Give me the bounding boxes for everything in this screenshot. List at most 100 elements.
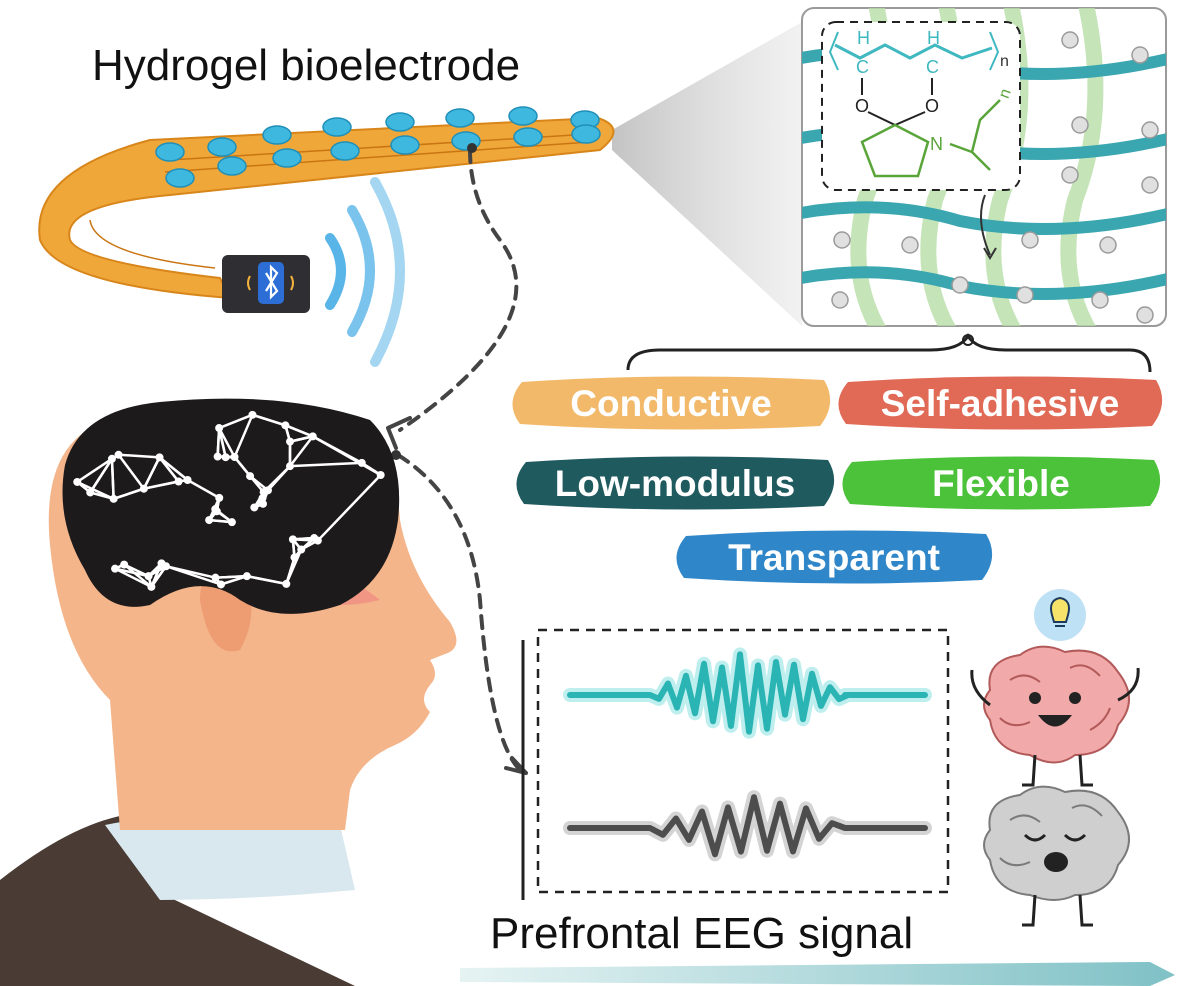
atom-label: O	[925, 96, 939, 116]
neuron-node	[285, 462, 294, 471]
signal-label: Prefrontal EEG signal	[490, 909, 913, 958]
atom-label: H	[927, 28, 940, 48]
property-tag-label: Conductive	[570, 383, 771, 424]
wireless-waves-icon	[325, 177, 405, 367]
property-tag-bg	[516, 456, 835, 510]
neuron-node	[73, 477, 82, 486]
atom-label: H	[857, 28, 870, 48]
neuron-node	[297, 545, 306, 554]
electrode-pad	[262, 125, 292, 145]
arrow-origin-dot	[467, 143, 477, 153]
neuron-node	[174, 477, 183, 486]
neuron-node	[258, 499, 267, 508]
happy-brain-icon	[970, 589, 1140, 787]
neuron-node	[248, 410, 257, 419]
bracket-left	[828, 31, 839, 71]
neural-link	[143, 480, 179, 490]
teal-fiber	[802, 201, 1166, 235]
bracket-right	[989, 31, 1000, 71]
module-signal-left	[247, 275, 251, 291]
rest-eeg-trace	[567, 794, 928, 858]
vinyl-branch	[949, 99, 1001, 171]
property-tag-label: Self-adhesive	[881, 383, 1120, 424]
neural-link	[233, 456, 252, 477]
brace-knot	[962, 334, 974, 346]
neuron-node	[215, 493, 224, 502]
neural-link	[186, 478, 220, 499]
neural-link	[76, 480, 115, 500]
filler-particle	[951, 276, 969, 294]
network-box: H C H C n O O N n	[801, 7, 1167, 327]
neuron-node	[290, 553, 299, 562]
neuron-node	[288, 535, 297, 544]
neuron-node	[86, 488, 95, 497]
monomer-callout	[821, 21, 1021, 191]
neuron-node	[205, 516, 214, 525]
electrode-pad	[330, 141, 360, 161]
brain	[62, 398, 400, 614]
neural-link	[158, 456, 189, 481]
filler-particle	[1141, 121, 1159, 139]
filler-particle	[1136, 306, 1154, 324]
filler-particle	[1021, 231, 1039, 249]
eye	[1069, 692, 1081, 704]
filler-particle	[1016, 286, 1034, 304]
closed-eyes	[1023, 833, 1087, 842]
electrode-pad	[165, 168, 195, 188]
neural-link	[114, 567, 149, 578]
happy-brain-body	[983, 645, 1130, 764]
dashed-arrows	[396, 148, 522, 772]
polymer-backbone	[834, 43, 993, 60]
neural-link	[218, 413, 253, 430]
active-eeg-trace	[567, 651, 928, 735]
electrode-pad	[385, 112, 415, 132]
neuron-node	[109, 494, 118, 503]
electrode-pad	[390, 135, 420, 155]
neural-link	[114, 567, 152, 588]
neuron-node	[111, 564, 120, 573]
neural-link	[312, 435, 363, 464]
neuron-node	[282, 579, 291, 588]
filler-particles	[831, 31, 1159, 324]
brain-folds	[999, 804, 1103, 867]
property-tag-bg	[838, 376, 1163, 430]
neuron-node	[213, 452, 222, 461]
filler-particle	[1099, 236, 1117, 254]
neuron-node	[281, 421, 290, 430]
eye	[1029, 692, 1041, 704]
atom-label: N	[930, 134, 943, 154]
module-signal-right	[290, 275, 294, 291]
neuron-node	[263, 486, 272, 495]
neural-link	[113, 487, 145, 501]
suit	[0, 815, 355, 986]
neuron-node	[246, 472, 255, 481]
property-tag-bg	[676, 530, 993, 584]
neuron-node	[230, 453, 239, 462]
filler-particle	[1061, 166, 1079, 184]
neuron-node	[211, 573, 220, 582]
neuron-node	[139, 484, 148, 493]
neural-link	[284, 424, 314, 438]
neural-link	[289, 461, 362, 468]
neuron-node	[227, 518, 236, 527]
arms	[970, 667, 1140, 707]
brain-folds	[999, 664, 1111, 731]
curly-brace	[626, 332, 1152, 373]
neural-link	[89, 458, 114, 494]
filler-particle	[901, 236, 919, 254]
filler-particle	[1091, 291, 1109, 309]
neural-link	[118, 453, 160, 459]
neural-network	[73, 410, 385, 591]
legs	[1022, 894, 1093, 927]
neuron-node	[286, 437, 295, 446]
neuron-node	[120, 560, 129, 569]
electrode-pad	[322, 117, 352, 137]
neural-link	[316, 474, 382, 542]
neural-link	[233, 414, 254, 458]
neuron-node	[217, 580, 226, 589]
neuron-node	[310, 534, 319, 543]
neuron-node	[215, 424, 224, 433]
neural-link	[246, 574, 287, 586]
electrode-pad	[445, 108, 475, 128]
